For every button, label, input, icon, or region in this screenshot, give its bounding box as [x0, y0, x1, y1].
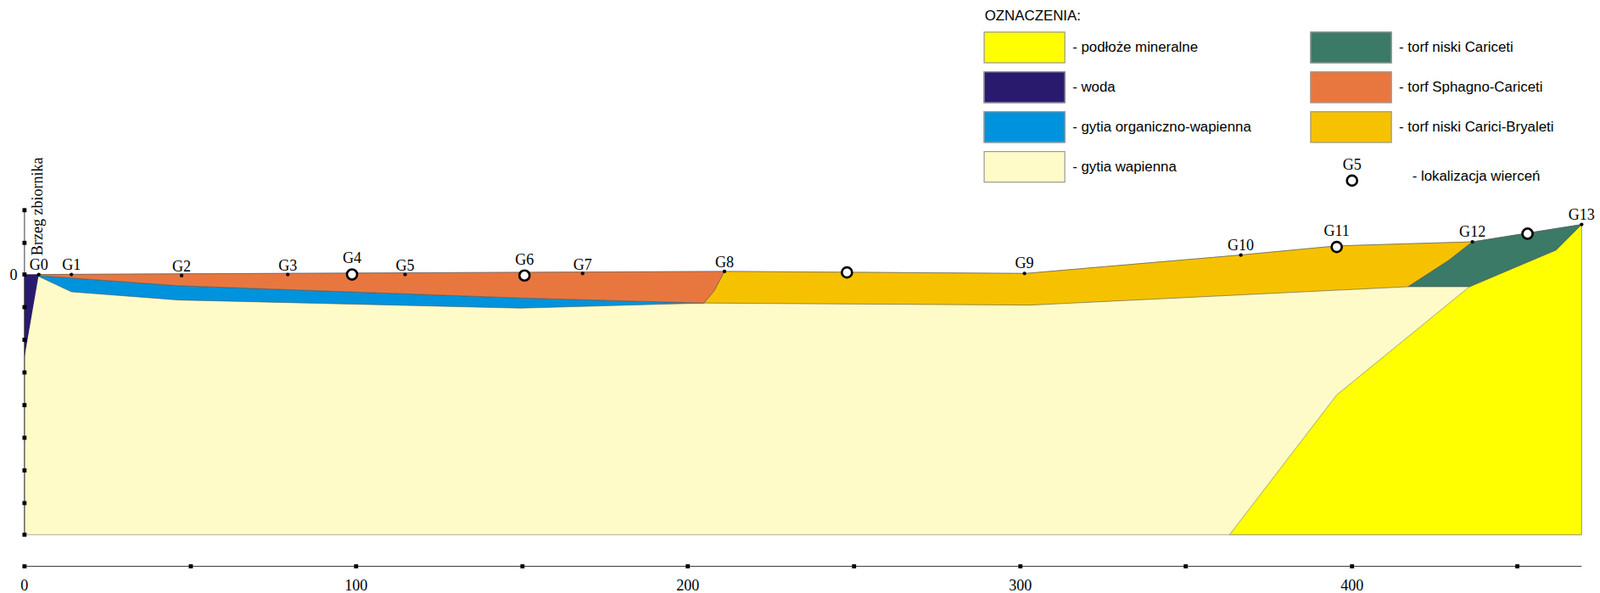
legend-text: - gytia wapienna: [1072, 158, 1177, 175]
borehole-circles: [346, 175, 1533, 281]
legend-swatch: [984, 151, 1066, 183]
legend-text: - podłoże mineralne: [1072, 39, 1198, 56]
borehole-label: G7: [573, 255, 593, 273]
axis-value: 300: [1008, 577, 1032, 593]
borehole-label: G4: [342, 249, 362, 267]
borehole-label: G5: [395, 257, 414, 275]
x-ticks: [22, 564, 1520, 569]
borehole-label: G9: [1015, 254, 1035, 272]
y-ticks: [22, 207, 27, 537]
borehole-label: G11: [1323, 222, 1349, 240]
legend-borehole-label: G5: [1342, 155, 1362, 173]
legend-text: - torf niski Carici-Bryaleti: [1398, 118, 1554, 135]
carici-bryaleti-peat: [704, 241, 1473, 306]
legend-text: - torf niski Cariceti: [1398, 39, 1514, 56]
axis-value: 0: [20, 577, 28, 593]
legend-swatch: [1309, 31, 1392, 63]
cariceti-peat: [1408, 224, 1582, 287]
axis-value: 200: [676, 577, 700, 593]
borehole-label: G12: [1459, 223, 1486, 241]
borehole-label: G3: [278, 257, 297, 275]
shore-label: Brzeg zbiornika: [29, 156, 47, 256]
legend-swatch: [984, 31, 1066, 63]
borehole-label: G0: [29, 255, 49, 273]
legend-heading: OZNACZENIA:: [984, 8, 1081, 25]
legend-swatch: [1309, 71, 1392, 103]
borehole-dots: [37, 222, 1584, 277]
legend-text: - torf Sphagno-Cariceti: [1398, 79, 1543, 96]
borehole-label: G8: [715, 253, 734, 271]
legend-swatch: [984, 111, 1066, 143]
x-axis: [24, 565, 1582, 567]
axis-value: 100: [344, 577, 368, 593]
borehole-label: G13: [1568, 205, 1595, 223]
axis-value: 0: [9, 266, 17, 284]
legend-swatch: [1309, 111, 1392, 143]
borehole-label: G1: [61, 255, 81, 273]
borehole-label: G2: [172, 257, 191, 275]
sphagno-cariceti-peat: [36, 271, 725, 303]
axis-value: 400: [1340, 577, 1364, 593]
legend-text: - woda: [1072, 79, 1116, 96]
legend-text: - lokalizacja wierceń: [1412, 168, 1541, 185]
borehole-label: G10: [1227, 235, 1254, 253]
legend-text: - gytia organiczno-wapienna: [1072, 118, 1252, 135]
borehole-label: G6: [514, 250, 534, 268]
calcareous-gyttja: [24, 224, 1582, 536]
legend-swatch: [984, 71, 1066, 103]
water: [24, 274, 40, 358]
